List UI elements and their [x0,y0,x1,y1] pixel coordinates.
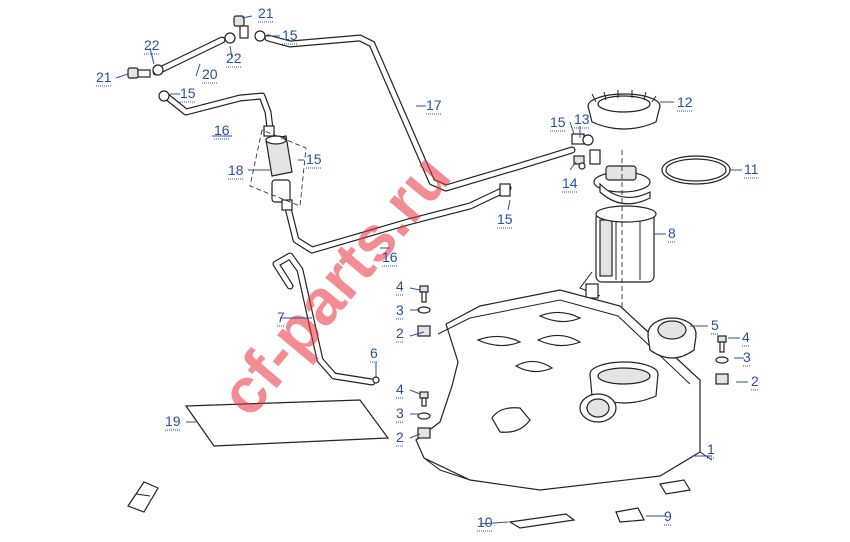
callout-10: 10 [477,514,493,530]
front-arrow-icon [127,481,159,513]
callout-22: 22 [226,50,242,66]
callout-15: 15 [282,27,298,43]
callout-labels: 1 2 2 2 3 3 3 4 4 4 5 6 7 8 9 10 11 12 1… [96,5,759,532]
callout-18: 18 [228,162,244,178]
hose-7-breather [272,252,376,386]
callout-15: 15 [497,211,513,227]
clamp-22-top [224,32,236,44]
clamp-15-d [499,183,511,197]
lock-ring-12 [587,90,661,130]
hose-16-upper [162,92,274,132]
clamp-22-left [152,64,164,76]
hose-17 [264,34,576,192]
callout-2: 2 [396,325,404,341]
fuel-filter-18 [249,129,307,211]
fuel-tank-1 [415,289,713,491]
callout-8: 8 [668,225,676,241]
bolt-4-a [419,285,429,303]
hose-16-lower [284,184,512,254]
callout-22: 22 [144,37,160,53]
callout-9: 9 [664,508,672,524]
callout-15: 15 [180,85,196,101]
callout-2: 2 [751,373,759,389]
clamp-21-left [127,67,151,79]
callout-15: 15 [550,114,566,130]
callout-17: 17 [426,97,442,113]
callout-11: 11 [744,161,759,177]
fitting-13 [582,134,601,165]
hose-20 [152,36,226,76]
o-ring-11 [661,155,731,185]
pad-10 [508,513,576,529]
callout-4: 4 [396,278,404,294]
callout-leaders [115,15,748,525]
callout-3: 3 [743,349,751,365]
callout-1: 1 [707,441,715,457]
fitting-14 [573,155,586,170]
pad-9 [615,479,691,523]
callout-2: 2 [396,429,404,445]
callout-4: 4 [396,381,404,397]
clamp-15-c [263,125,275,137]
fuel-pump-8 [579,150,657,380]
washer-3-b [417,412,431,420]
callout-21: 21 [258,5,274,21]
callout-14: 14 [562,175,578,191]
clamp-15-a [254,30,266,42]
callout-12: 12 [677,94,693,110]
callout-21: 21 [96,69,112,85]
callout-19: 19 [165,413,181,429]
washer-3-c [715,356,729,364]
callout-20: 20 [202,66,218,82]
nut-2-c [715,373,729,385]
callout-16: 16 [382,249,398,265]
callout-13: 13 [574,111,590,127]
callout-7: 7 [277,309,285,325]
clamp-15-b [158,90,170,102]
bolt-4-b [419,391,429,407]
callout-4: 4 [742,329,750,345]
callout-3: 3 [396,405,404,421]
filler-cap-5 [647,317,697,359]
clamp-21-top [233,15,249,39]
bolt-4-c [717,335,727,353]
nut-2-b [417,427,431,439]
pad-19 [184,399,390,447]
callout-6: 6 [370,345,378,361]
callout-5: 5 [711,317,719,333]
callout-3: 3 [396,302,404,318]
callout-15: 15 [306,151,322,167]
nut-2-a [417,325,431,337]
clamp-15-e [571,133,585,145]
watermark: cf-parts.ru [206,140,465,429]
callout-16: 16 [214,122,230,138]
